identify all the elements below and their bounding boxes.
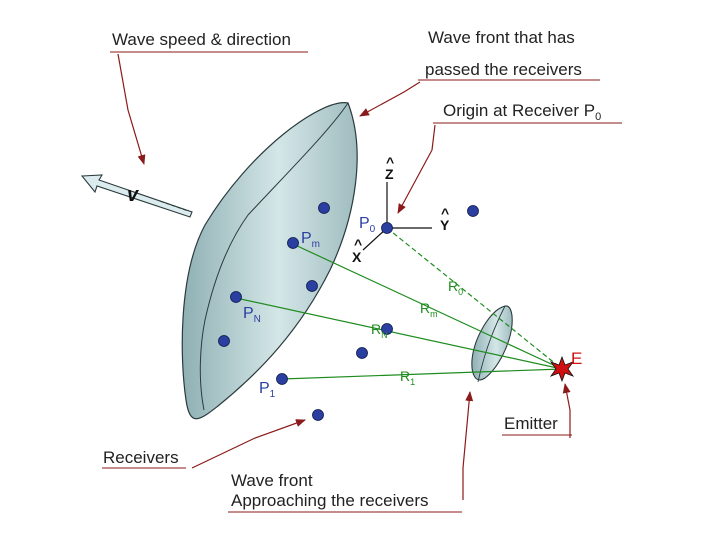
velocity-arrow-icon [80, 174, 193, 218]
callout-approach-line1: Wave front [231, 471, 313, 490]
range-line-rm [292, 243, 563, 370]
callout-lines [102, 51, 622, 513]
emitter-label: E [571, 349, 582, 368]
axis-x-label: X [352, 249, 362, 265]
axis-x-hat: ^ [354, 236, 362, 252]
passed-wavefront [181, 102, 358, 420]
axis-y-label: Y [440, 217, 450, 233]
axis-z-hat: ^ [386, 154, 394, 170]
callout-approach-line2: Approaching the receivers [231, 491, 429, 510]
emitter-star-icon [549, 355, 575, 383]
label-r1: R1 [400, 368, 415, 387]
label-pn: PN [243, 305, 261, 325]
callout-receivers: Receivers [103, 448, 179, 467]
range-line-r0 [386, 227, 563, 370]
callout-emitter: Emitter [504, 414, 558, 433]
receiver-pm-dot [287, 237, 299, 249]
label-rn: RN [371, 321, 388, 340]
receivers [218, 202, 479, 421]
receiver-dot [318, 202, 330, 214]
receiver-dot [218, 335, 230, 347]
velocity-symbol: v [127, 184, 140, 206]
label-r0: R0 [448, 278, 463, 297]
receiver-dot [356, 347, 368, 359]
callout-passed-front-line2: passed the receivers [425, 60, 582, 79]
callout-passed-front-line1: Wave front that has [428, 28, 575, 47]
callout-origin: Origin at Receiver P0 [443, 101, 601, 123]
receiver-dot [381, 323, 393, 335]
range-line-r1 [281, 368, 563, 380]
receiver-p0-dot [381, 222, 393, 234]
receiver-dot [467, 205, 479, 217]
label-p1: P1 [259, 380, 276, 400]
receiver-dot [312, 409, 324, 421]
axis-y-hat: ^ [441, 205, 449, 221]
axis-z-label: Z [385, 166, 394, 182]
range-lines [235, 227, 563, 380]
receiver-pn-dot [230, 291, 242, 303]
receiver-p1-dot [276, 373, 288, 385]
label-p0: P0 [359, 215, 376, 235]
receiver-dot [306, 280, 318, 292]
label-rm: Rm [420, 300, 438, 319]
callout-wave-speed: Wave speed & direction [112, 30, 291, 49]
label-pm: Pm [301, 230, 320, 250]
coordinate-axes: ^ Z ^ Y ^ X [352, 154, 450, 265]
range-line-rn [235, 297, 563, 370]
